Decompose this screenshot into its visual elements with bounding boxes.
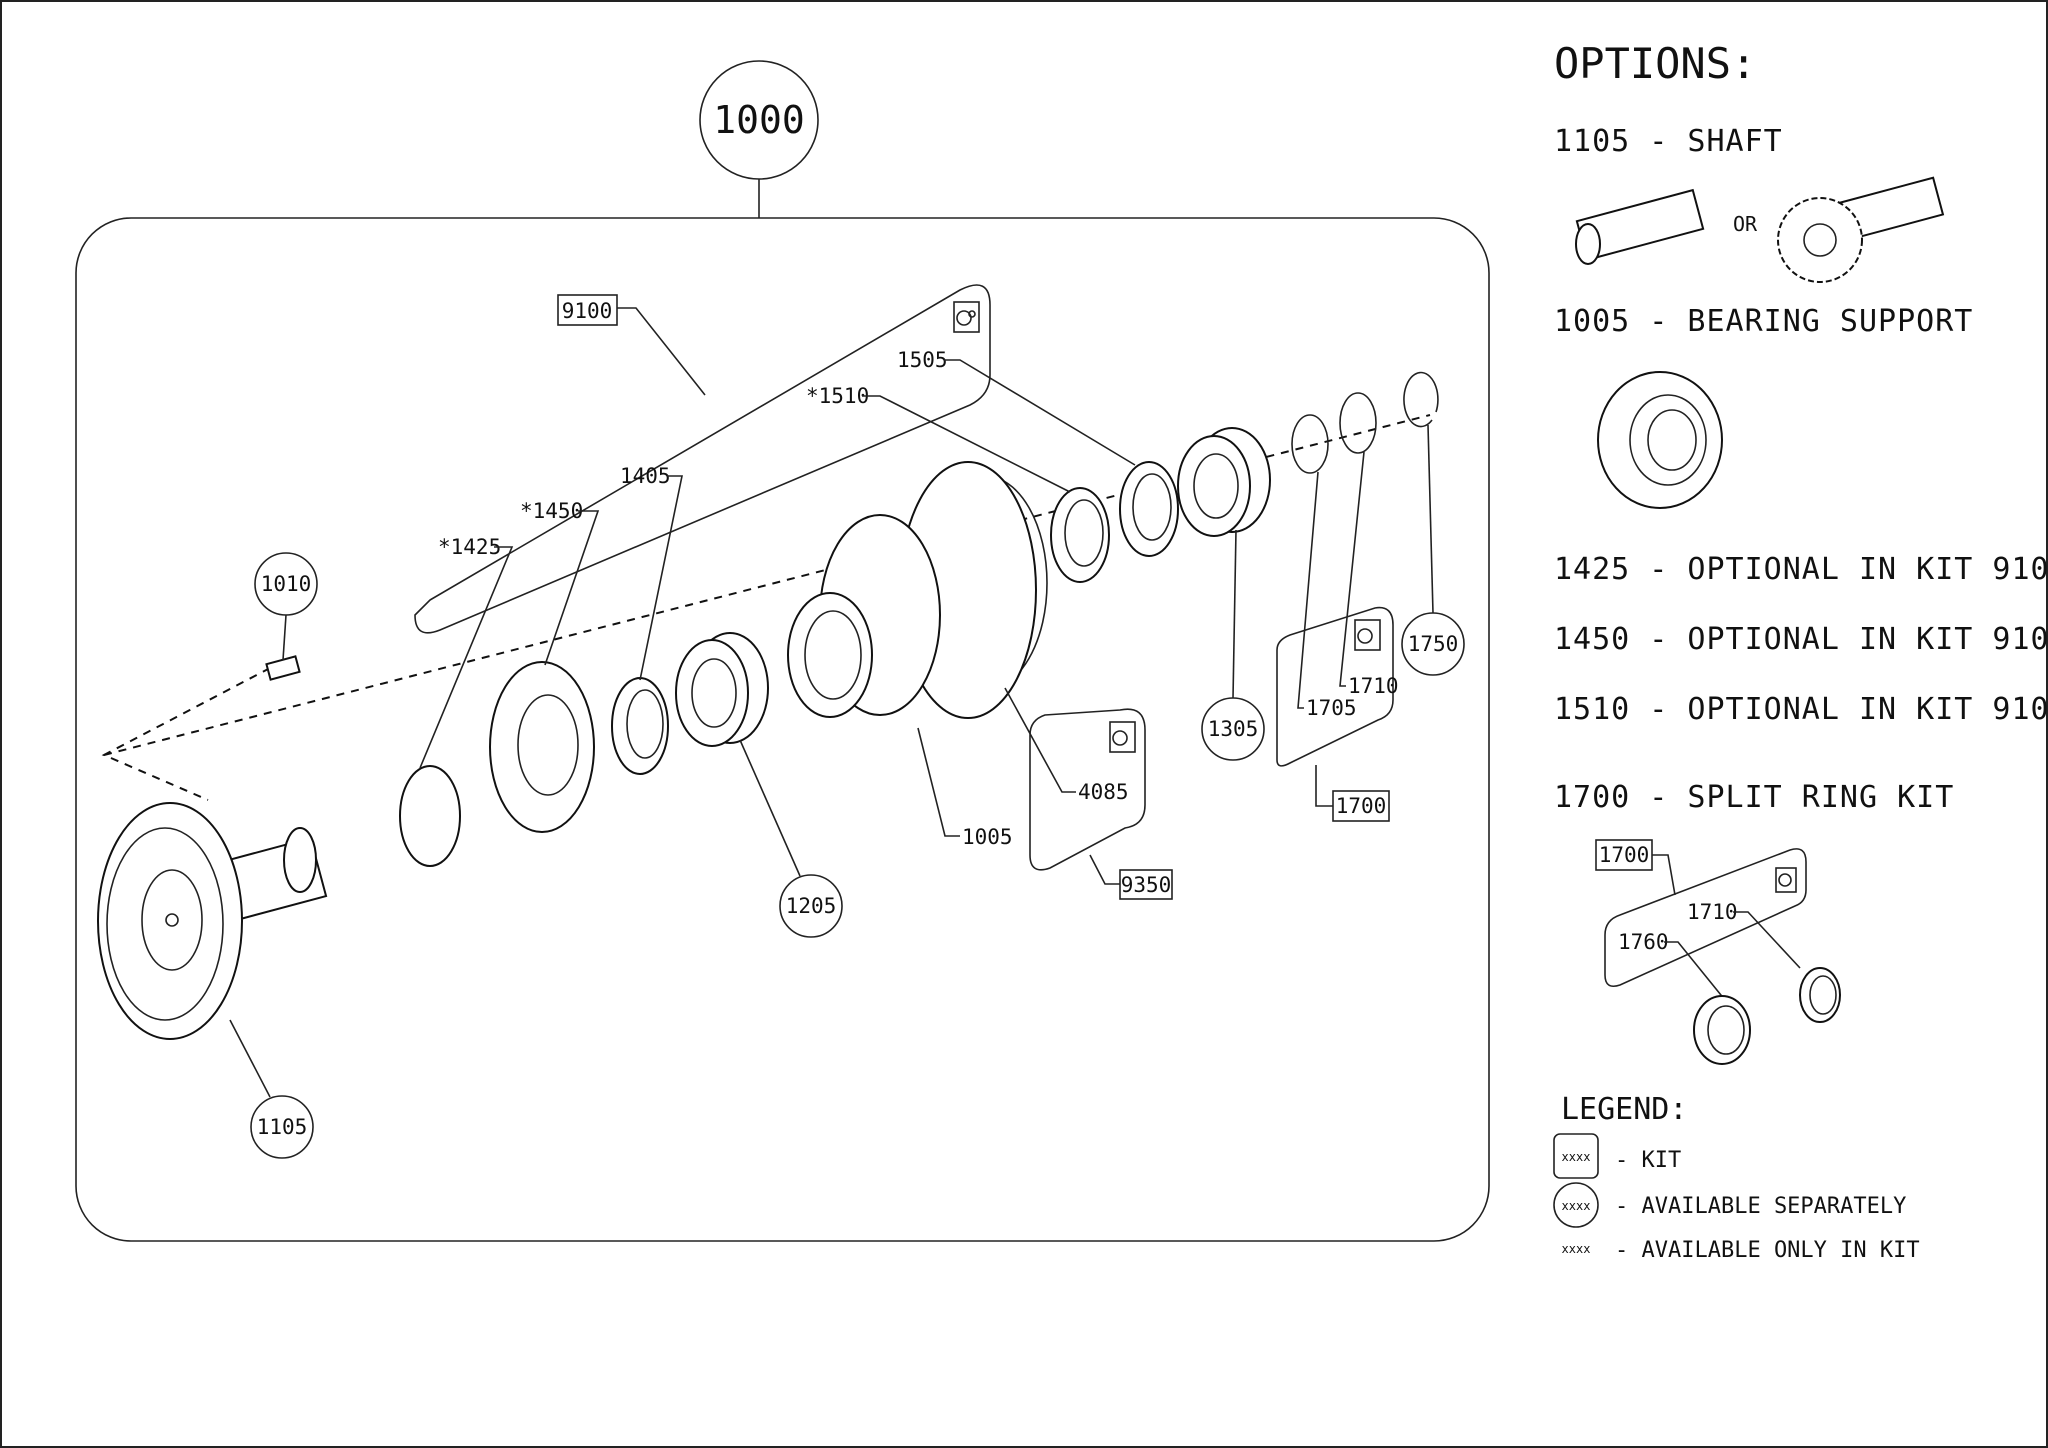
svg-text:1505: 1505 [897,348,948,372]
shaft-option-image-2[interactable] [1777,176,1945,283]
label-1405[interactable]: 1405 [620,464,683,681]
assembly-number: 1000 [713,98,805,142]
options-title: OPTIONS: [1554,39,1756,88]
svg-text:1705: 1705 [1306,696,1357,720]
kit-icon [1109,721,1136,753]
option-1425: 1425 - OPTIONAL IN KIT 9100 [1554,552,2048,587]
part-1205-bearing[interactable] [675,632,769,747]
part-1305-bearing[interactable] [1177,427,1271,537]
svg-text:xxxx: xxxx [1562,1242,1591,1256]
option-split-ring-kit: 1700 - SPLIT RING KIT [1554,780,1954,815]
kit-1700-outline [1276,606,1394,767]
svg-text:- KIT: - KIT [1615,1148,1681,1173]
split-ring-kit-outline [1604,848,1807,988]
svg-text:xxxx: xxxx [1562,1199,1591,1213]
split-kit-1700-callout[interactable]: 1700 [1595,839,1676,896]
label-1705[interactable]: 1705 [1297,471,1357,720]
svg-text:1205: 1205 [786,894,837,918]
svg-text:9350: 9350 [1121,873,1172,897]
callout-1105[interactable]: 1105 [229,1019,314,1159]
part-1005-bearing-support[interactable] [787,461,1037,719]
option-1450: 1450 - OPTIONAL IN KIT 9100 [1554,622,2048,657]
legend-available-only-in-kit: xxxx - AVAILABLE ONLY IN KIT [1562,1238,1920,1263]
part-1510-ring[interactable] [1050,487,1110,583]
svg-text:- AVAILABLE SEPARATELY: - AVAILABLE SEPARATELY [1615,1194,1906,1219]
assembly-frame [75,217,1490,1242]
part-1105-shaft[interactable] [97,802,328,1040]
option-1510: 1510 - OPTIONAL IN KIT 9100 [1554,692,2048,727]
split-label-1760[interactable]: 1760 [1618,930,1726,1001]
part-1505-seal[interactable] [1119,461,1179,557]
label-1510[interactable]: *1510 [806,384,1071,493]
kit-icon [1775,867,1797,893]
label-1005[interactable]: 1005 [917,727,1013,849]
svg-text:1005: 1005 [962,825,1013,849]
option-shaft: 1105 - SHAFT [1554,124,1783,159]
option-bearing-support: 1005 - BEARING SUPPORT [1554,304,1973,339]
pin-axis [101,667,271,801]
label-1710[interactable]: 1710 [1339,451,1399,698]
callout-1750[interactable]: 1750 [1401,424,1465,676]
kit-9350-callout[interactable]: 9350 [1089,854,1173,900]
callout-1205[interactable]: 1205 [739,739,843,938]
callout-1305[interactable]: 1305 [1201,529,1265,761]
kit-9350-outline [1029,708,1146,871]
label-4085[interactable]: 4085 [1004,687,1129,804]
legend-title: LEGEND: [1561,1092,1687,1127]
kit-icon [953,301,980,333]
callout-1010[interactable]: 1010 [254,552,318,661]
split-label-1710[interactable]: 1710 [1687,900,1801,969]
svg-text:1760: 1760 [1618,930,1669,954]
part-1750-circlip[interactable] [1403,371,1439,428]
legend-kit: xxxx - KIT [1553,1133,1681,1179]
svg-text:*1450: *1450 [520,499,583,523]
kit-9100-outline [414,284,991,634]
assembly-callout-1000[interactable]: 1000 [699,60,819,218]
svg-text:1405: 1405 [620,464,671,488]
label-1425[interactable]: *1425 [419,535,514,769]
svg-text:*1425: *1425 [438,535,501,559]
option-or: OR [1733,212,1758,236]
svg-text:1700: 1700 [1336,794,1387,818]
kit-9100-callout[interactable]: 9100 [557,294,706,396]
part-1425-o-ring[interactable] [399,765,461,867]
svg-text:xxxx: xxxx [1562,1150,1591,1164]
part-1405-seal[interactable] [611,677,669,775]
legend-available-separately: xxxx - AVAILABLE SEPARATELY [1553,1182,1906,1228]
svg-text:1710: 1710 [1687,900,1738,924]
part-1705-ring[interactable] [1291,414,1329,474]
svg-text:4085: 4085 [1078,780,1129,804]
kit-1700-callout[interactable]: 1700 [1315,765,1390,822]
bearing-support-option-image[interactable] [1597,371,1723,509]
svg-text:1305: 1305 [1208,717,1259,741]
svg-text:1750: 1750 [1408,632,1459,656]
svg-text:*1510: *1510 [806,384,869,408]
label-1505[interactable]: 1505 [897,348,1136,466]
label-1450[interactable]: *1450 [520,499,600,666]
part-1710-ring[interactable] [1339,392,1377,454]
split-ring-1760-image[interactable] [1693,995,1751,1065]
kit-icon [1354,619,1381,651]
part-1450-washer[interactable] [489,661,595,833]
svg-text:1700: 1700 [1599,843,1650,867]
svg-text:- AVAILABLE ONLY IN KIT: - AVAILABLE ONLY IN KIT [1615,1238,1920,1263]
part-1010-pin[interactable] [265,655,301,681]
shaft-option-image-1[interactable] [1575,188,1705,265]
svg-text:1105: 1105 [257,1115,308,1139]
split-ring-1710-image[interactable] [1799,967,1841,1023]
svg-text:9100: 9100 [562,299,613,323]
svg-text:1710: 1710 [1348,674,1399,698]
svg-text:1010: 1010 [261,572,312,596]
